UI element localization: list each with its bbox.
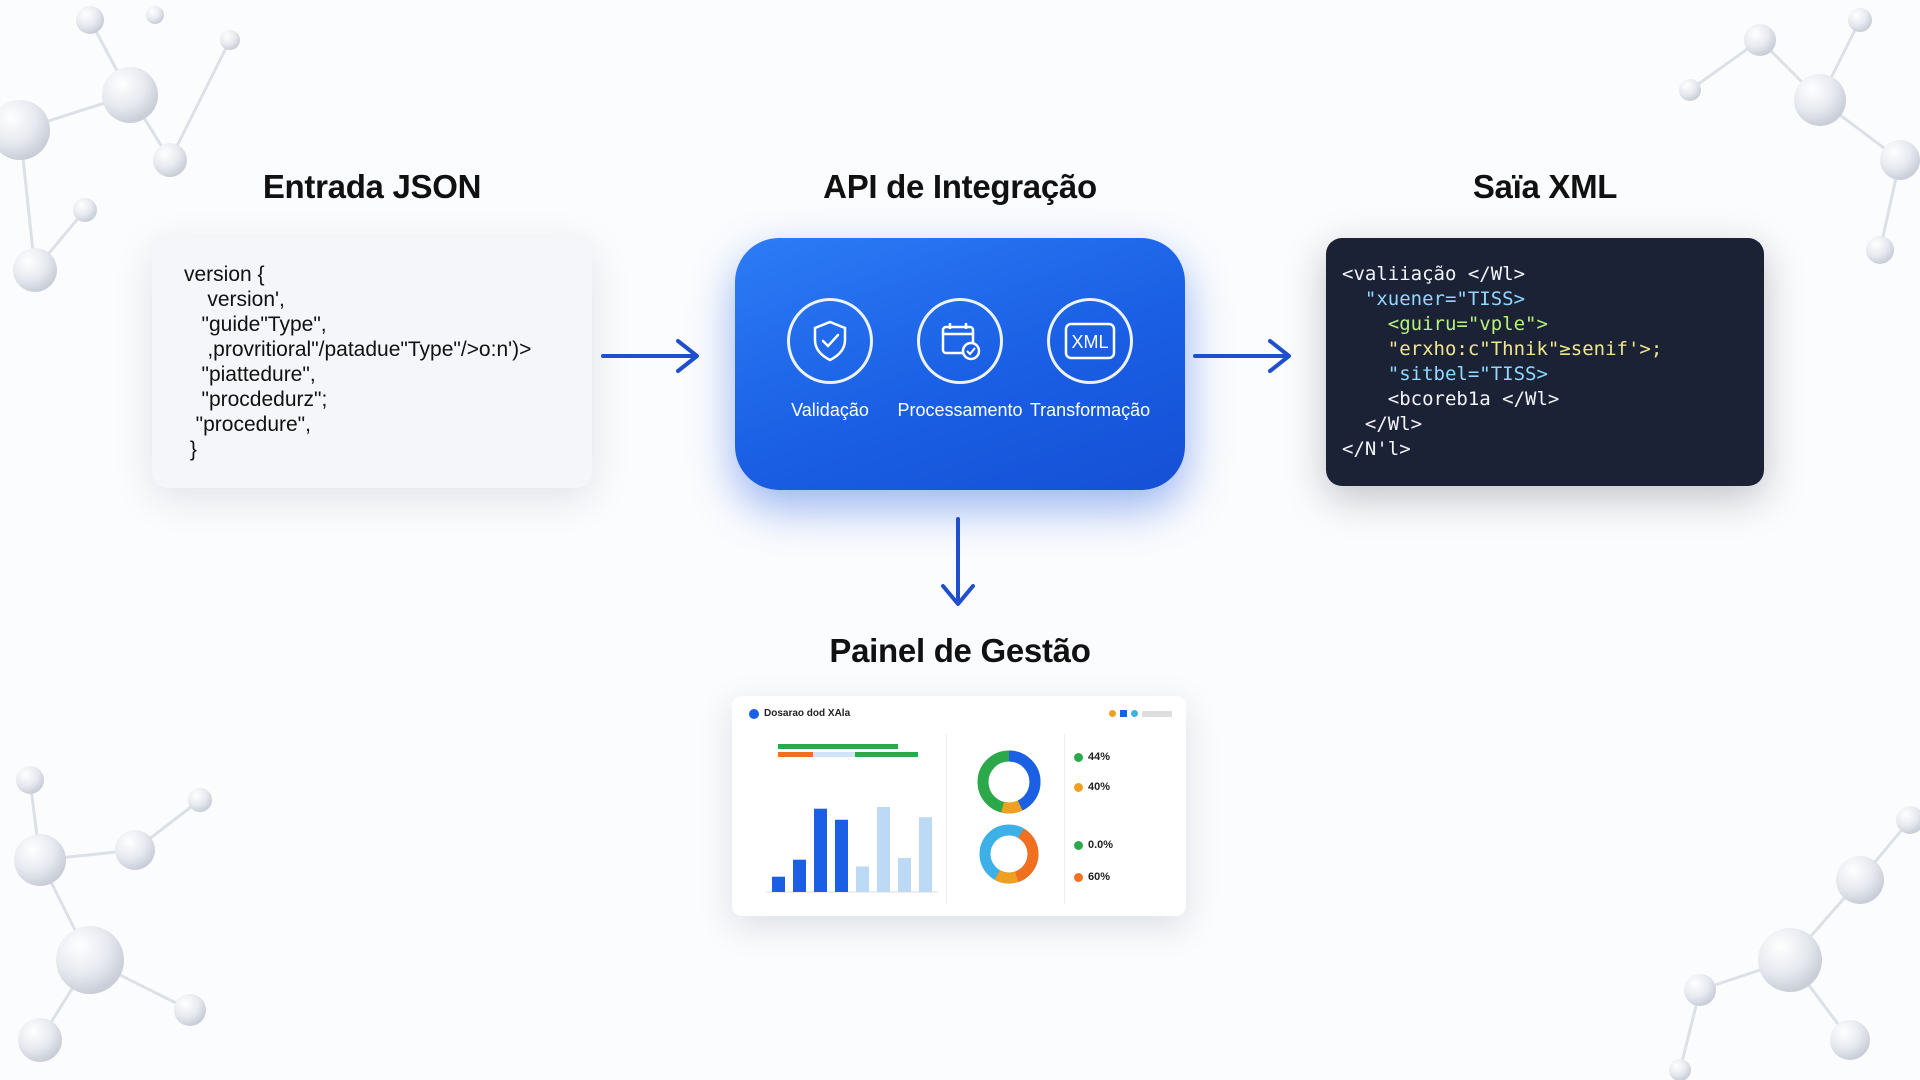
shield-check-icon [787, 298, 873, 384]
json-line: } [184, 438, 197, 461]
stat-value: 0.0% [1088, 839, 1114, 851]
bar [856, 866, 869, 892]
xml-icon-text: XML [1071, 332, 1108, 352]
dashboard-preview: Dosarao dod XAla [732, 696, 1186, 916]
xml-line: "xuener="TISS> [1342, 288, 1526, 310]
xml-line: <valiiação </Wl> [1342, 263, 1526, 285]
json-line: version', [184, 288, 285, 311]
xml-line: <bcoreb1a </Wl> [1342, 388, 1560, 410]
bar-chart [766, 807, 938, 893]
stage-label: Validação [791, 400, 869, 420]
api-title: API de Integração [823, 168, 1097, 205]
json-code-card: version { version', "guide"Type", ,provr… [152, 238, 592, 488]
stage-label: Processamento [897, 400, 1023, 420]
status-dot-icon [1074, 783, 1083, 792]
bar [877, 807, 890, 892]
xml-line: <guiru="vple"> [1342, 313, 1548, 335]
bar [793, 859, 806, 892]
calendar-check-icon [917, 298, 1003, 384]
json-line: "guide"Type", [184, 313, 327, 336]
xml-line: "sitbel="TISS> [1342, 363, 1548, 385]
api-integration-card: Validação Processamento XML Transformaçã… [735, 238, 1185, 490]
input-title: Entrada JSON [262, 168, 482, 205]
logo-icon [749, 709, 759, 719]
status-dot-icon [1074, 873, 1083, 882]
xml-file-icon: XML [1047, 298, 1133, 384]
stat-value: 40% [1088, 781, 1111, 793]
json-line: "procedure", [184, 413, 311, 436]
arrow-down-icon [941, 517, 975, 606]
arrow-right-icon [601, 339, 699, 373]
dashboard-toolbar [1109, 710, 1172, 717]
xml-line: "erxho:c"Thnik"≥senif'>; [1342, 338, 1663, 360]
bar [919, 817, 932, 892]
json-line: ,provritioral"/patadue"Type"/>o:n')> [184, 338, 532, 361]
stat-value: 60% [1088, 871, 1111, 883]
donut-panel [954, 734, 1065, 904]
xml-line: </Wl> [1342, 413, 1423, 435]
status-dot-icon [1074, 841, 1083, 850]
dashboard-title: Painel de Gestão [829, 632, 1091, 669]
bar [772, 876, 785, 892]
dashboard-heading: Dosarao dod XAla [764, 708, 851, 719]
json-line: "procdedurz"; [184, 388, 328, 411]
xml-line: </N'l> [1342, 438, 1411, 460]
output-title: Saïa XML [1472, 168, 1618, 205]
json-line: version { [184, 263, 265, 286]
bar [814, 808, 827, 892]
arrow-right-icon [1193, 339, 1291, 373]
status-dot-icon [1074, 753, 1083, 762]
progress-rows [754, 744, 934, 757]
stage-validation: Validação [770, 298, 890, 421]
json-line: "piattedure", [184, 363, 316, 386]
xml-code-card: <valiiação </Wl> "xuener="TISS> <guiru="… [1326, 238, 1764, 486]
donut-charts [977, 750, 1041, 884]
bar [835, 819, 848, 892]
stats-panel: 44% 40% 0.0% 60% [1070, 734, 1170, 904]
bar [898, 858, 911, 892]
stage-processing: Processamento [897, 298, 1023, 421]
bar-panel [746, 734, 947, 904]
stage-transformation: XML Transformação [1030, 298, 1150, 421]
stat-value: 44% [1088, 751, 1111, 763]
stage-label: Transformação [1029, 400, 1151, 420]
